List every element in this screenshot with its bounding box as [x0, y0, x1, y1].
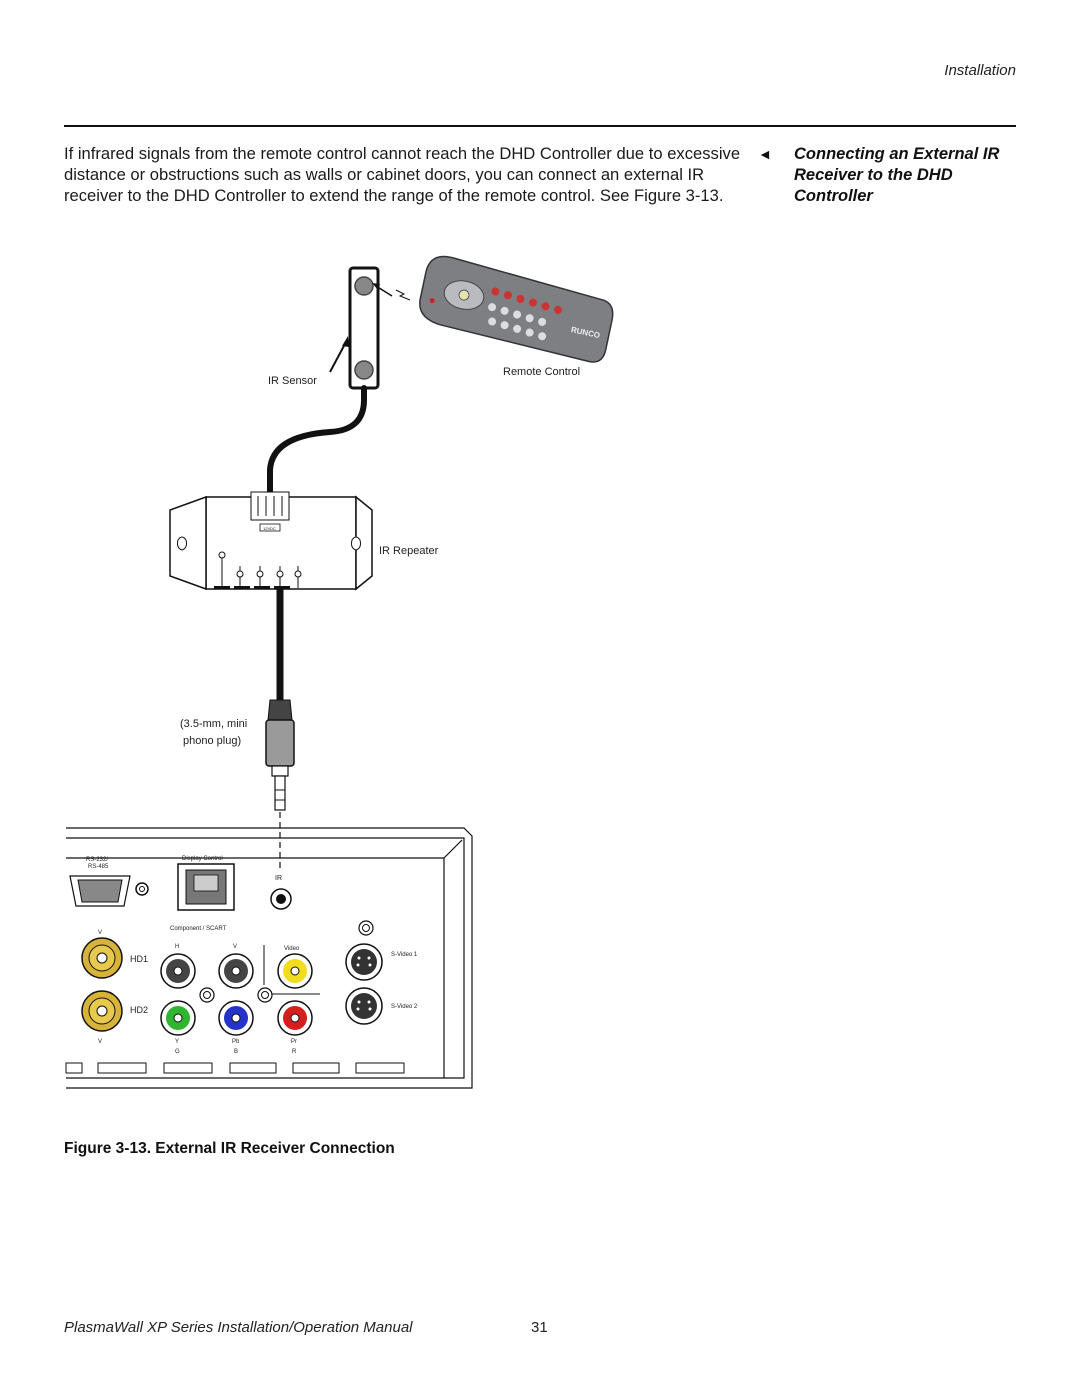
page-number: 31 — [531, 1319, 548, 1336]
side-heading-text: Connecting an External IR Receiver to th… — [794, 145, 1000, 205]
mini-phono-plug — [265, 699, 295, 811]
plug-label-line2: phono plug) — [183, 735, 241, 747]
repeater-tag: 12VDC — [263, 526, 276, 531]
video-label: Video — [284, 946, 300, 952]
side-heading: ◄ Connecting an External IR Receiver to … — [758, 144, 1028, 207]
rs232-label: RS-232/ — [86, 857, 108, 863]
ir-sensor — [329, 266, 411, 390]
component-scart-label: Component / SCART — [170, 926, 227, 932]
sensor-cable — [267, 385, 367, 501]
rs485-label: RS-485 — [88, 864, 109, 870]
pr-label: Pr — [291, 1039, 297, 1045]
h-label: H — [175, 944, 179, 950]
display-control-label: Display Control — [182, 856, 223, 862]
plug-label-line1: (3.5-mm, mini — [180, 718, 247, 730]
hd1-label: HD1 — [130, 954, 148, 964]
v-label-comp: V — [233, 944, 237, 950]
figure-caption: Figure 3-13. External IR Receiver Connec… — [64, 1140, 395, 1157]
hd2-label: HD2 — [130, 1005, 148, 1015]
b-label: B — [234, 1049, 238, 1055]
v-label-top: V — [98, 930, 102, 936]
svideo1-label: S-Video 1 — [391, 952, 418, 958]
v-label-bottom: V — [98, 1039, 102, 1045]
footer-title: PlasmaWall XP Series Installation/Operat… — [64, 1319, 413, 1336]
y-label: Y — [175, 1039, 179, 1045]
heading-arrow-icon: ◄ — [758, 146, 772, 162]
remote-control-label: Remote Control — [503, 366, 580, 378]
controller-rear-panel: RS-232/ RS-485 Display Control IR V Comp… — [65, 827, 473, 1089]
section-header: Installation — [944, 62, 1016, 79]
header-rule — [64, 125, 1016, 127]
ir-repeater: 12VDC — [169, 491, 373, 591]
ir-sensor-label: IR Sensor — [268, 375, 317, 387]
ir-connection-figure: IR Sensor RUNCO Remote Control 12VDC — [65, 255, 614, 1089]
remote-control: RUNCO — [419, 255, 614, 363]
ir-port-label: IR — [275, 875, 282, 882]
ir-repeater-label: IR Repeater — [379, 545, 439, 557]
intro-paragraph: If infrared signals from the remote cont… — [64, 144, 741, 205]
g-label: G — [175, 1049, 180, 1055]
svideo2-label: S-Video 2 — [391, 1004, 418, 1010]
pb-label: Pb — [232, 1039, 240, 1045]
r-label: R — [292, 1049, 297, 1055]
